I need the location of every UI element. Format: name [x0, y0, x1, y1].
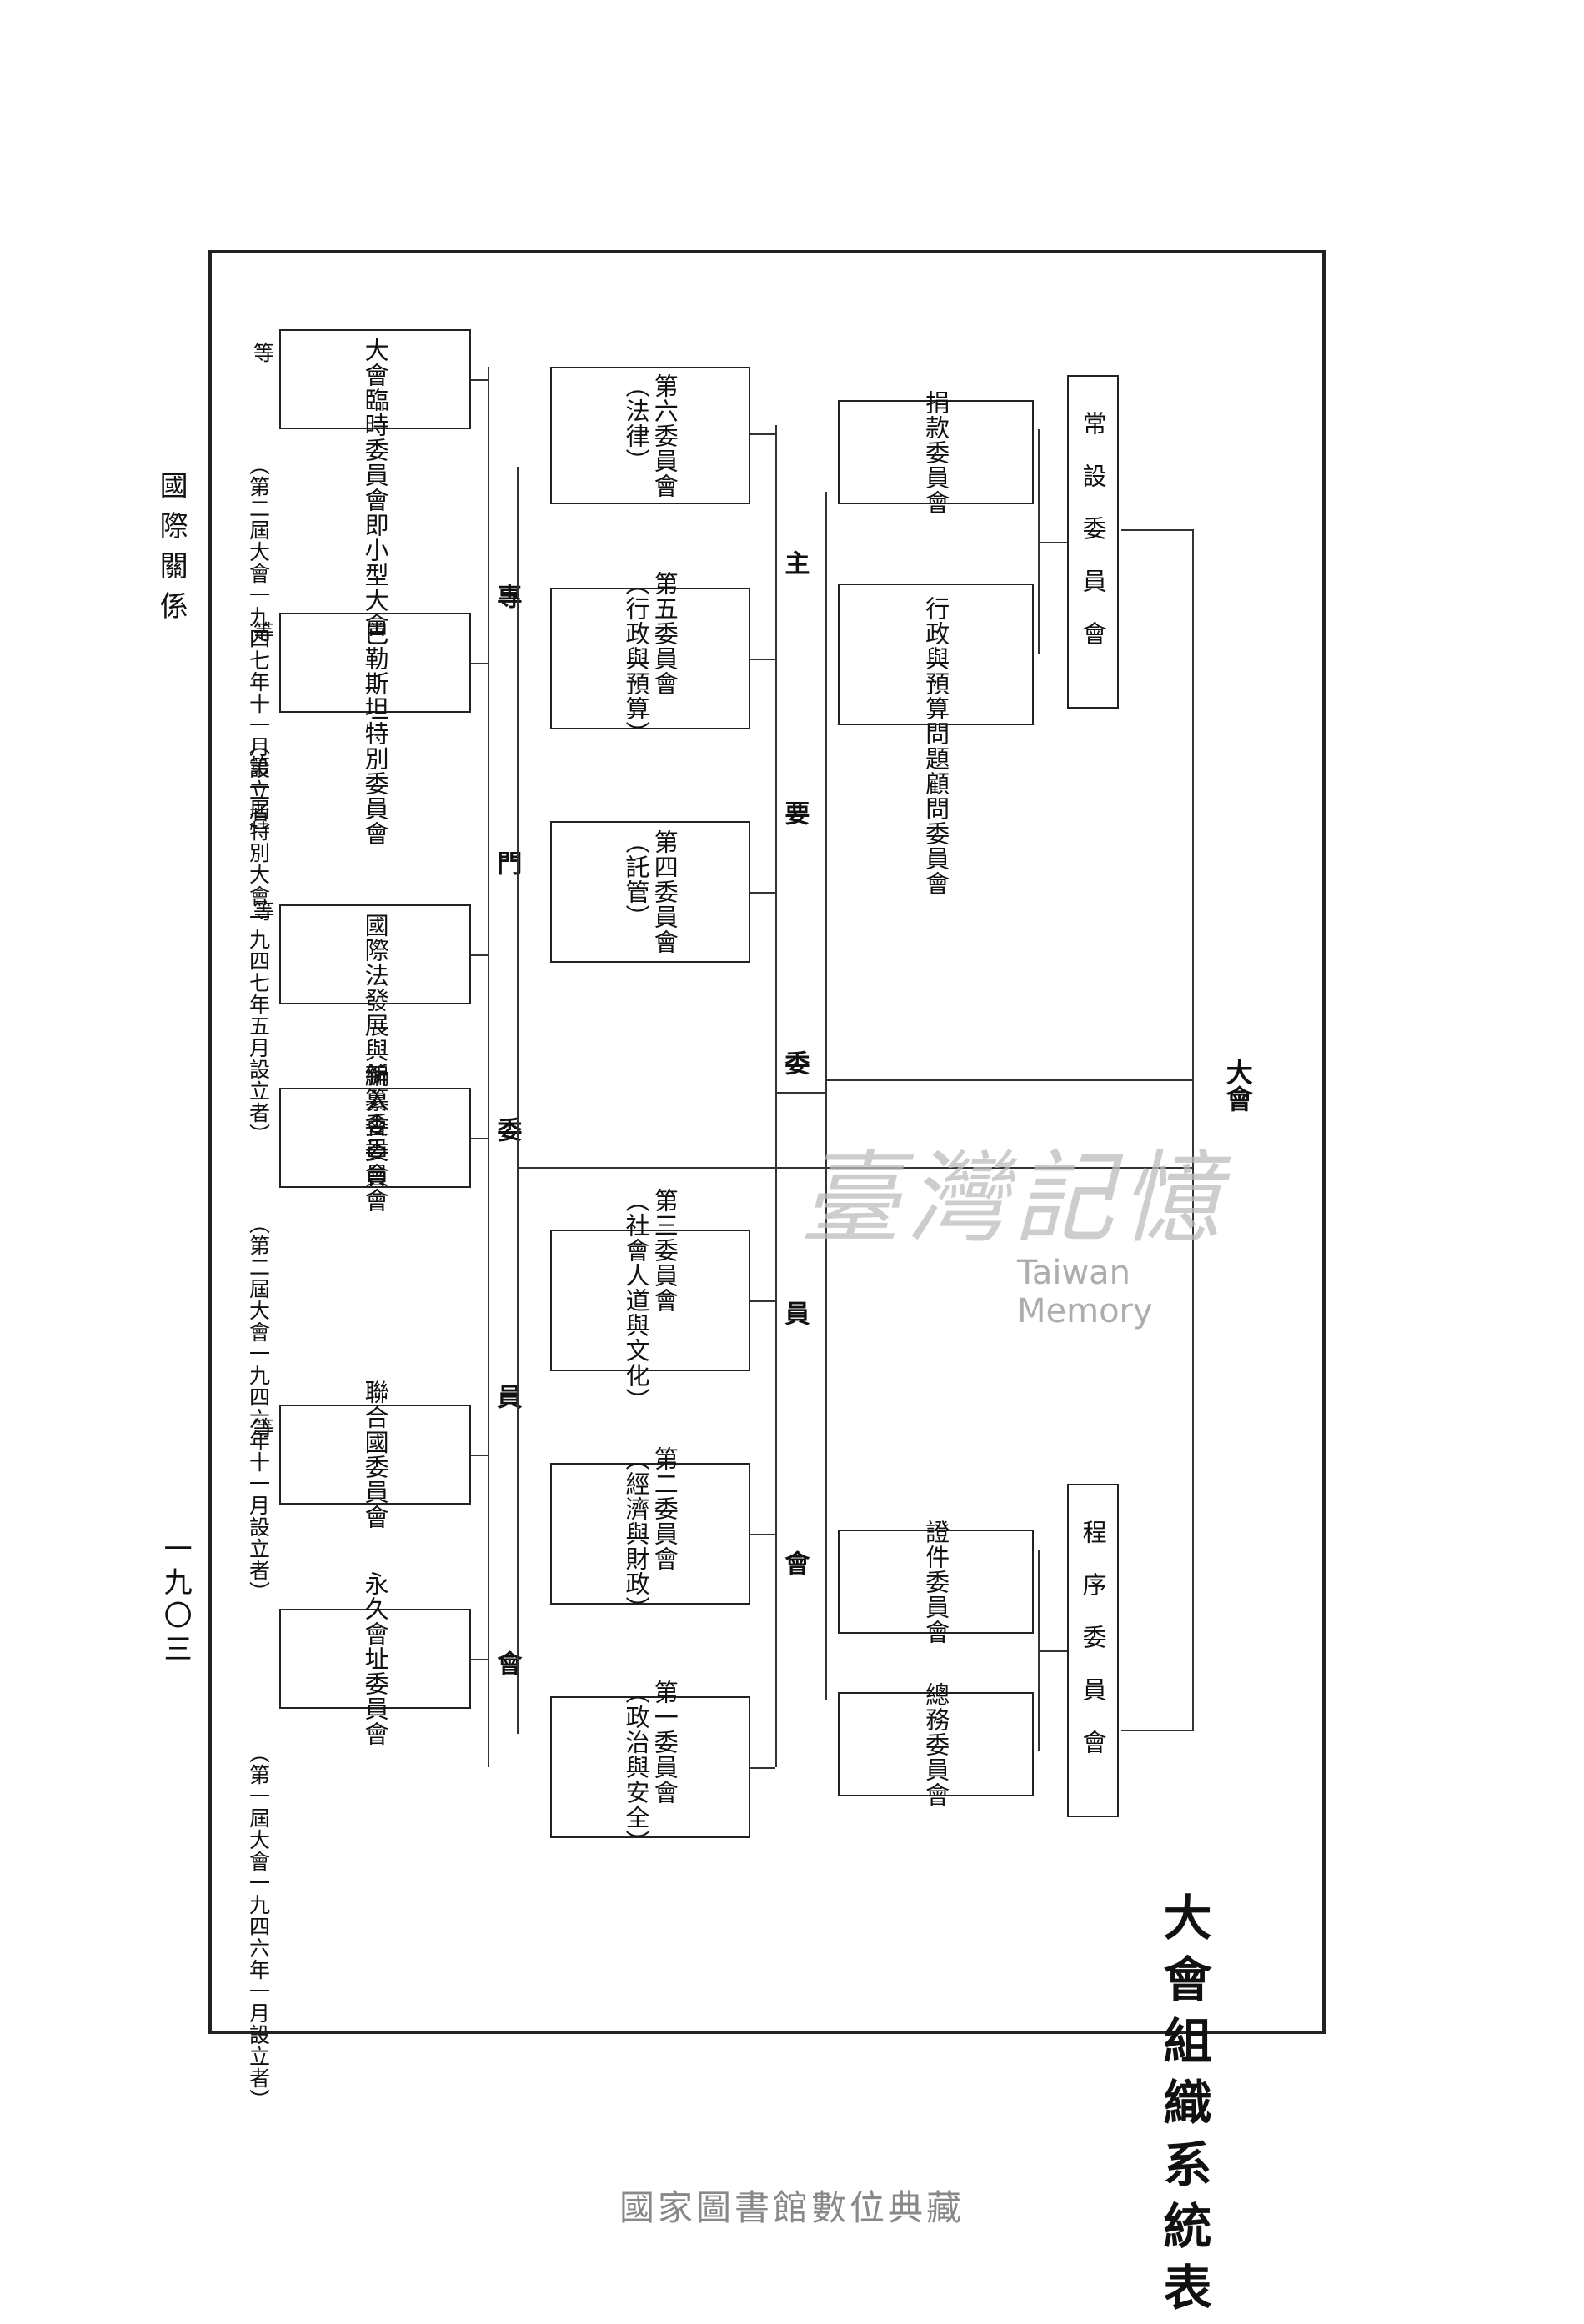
special-spine: [517, 467, 519, 1734]
special-note-1: （第一屆大會一九四六年一月設立者）: [246, 1742, 271, 2111]
special-note-6: （第二屆大會一九四七年十一月設立者）: [246, 454, 271, 844]
page-frame: [208, 250, 1326, 2034]
main-member-6: 第六委員會 （法律）: [550, 367, 750, 504]
watermark-logo: 臺灣記憶 Taiwan Memory: [800, 1141, 1227, 1330]
main-member-1: 第一委員會 （政治與安全）: [550, 1680, 750, 1855]
special-bracket: [488, 367, 489, 1767]
root-to-main: [825, 1079, 1192, 1081]
special-link-6: [471, 379, 488, 381]
main-committees-label: 主要委員會: [779, 550, 810, 1801]
standing-member-2: 捐款委員會: [838, 390, 1034, 515]
main-member-2: 第二委員會 （經濟與財政）: [550, 1446, 750, 1621]
main-bracket: [775, 425, 777, 1767]
special-link-2: [471, 1455, 488, 1456]
main-link-6: [750, 433, 775, 435]
root-to-special: [517, 1167, 1192, 1169]
deng-3: 等: [250, 621, 275, 643]
footer-credit: 國家圖書館數位典藏: [619, 2187, 965, 2228]
root-node: 大會: [1221, 1059, 1254, 1112]
main-link-3: [750, 1300, 775, 1302]
deng-1: 等: [250, 1417, 275, 1439]
procedural-link: [1038, 1650, 1067, 1652]
procedural-member-2: 證件委員會: [838, 1520, 1034, 1645]
main-member-3: 第三委員會 （社會人道與文化）: [550, 1188, 750, 1413]
special-member-2: 聯合國委員會: [279, 1380, 471, 1530]
special-committees-label: 專門委員會: [492, 584, 522, 1917]
special-member-1: 永久會址委員會: [279, 1571, 471, 1746]
main-member-5: 第五委員會 （行政與預算）: [550, 571, 750, 746]
standing-member-1: 行政與預算問題顧問委員會: [838, 584, 1034, 896]
main-stub: [775, 1092, 825, 1094]
special-link-3: [471, 1138, 488, 1139]
special-member-4: 國際法發展與編纂委員會: [279, 904, 471, 1188]
root-to-procedural: [1121, 1730, 1194, 1731]
procedural-member-1: 總務委員會: [838, 1682, 1034, 1807]
deng-2: 等: [250, 900, 275, 922]
main-link-2: [750, 1534, 775, 1535]
root-spine: [1192, 529, 1194, 1730]
special-note-3: （第二屆大會一九四六年十一月設立者）: [246, 1213, 271, 1603]
root-to-standing: [1121, 529, 1194, 531]
deng-4: 等: [250, 342, 275, 363]
main-link-1: [750, 1767, 775, 1769]
procedural-committees-node: 程序委員會: [1067, 1484, 1119, 1817]
standing-committees-node: 常設委員會: [1067, 375, 1119, 709]
special-link-4: [471, 954, 488, 956]
special-member-3: 新入會委員會: [279, 1063, 471, 1213]
standing-link: [1038, 542, 1067, 543]
main-link-4: [750, 892, 775, 894]
special-note-5: （第一屆特別大會一九四七年五月設立者）: [246, 734, 271, 1145]
special-link-1: [471, 1659, 488, 1660]
header-left: 國際關係: [154, 471, 188, 631]
main-member-4: 第四委員會 （託管）: [550, 821, 750, 963]
special-member-5: 巴勒斯坦特別委員會: [279, 613, 471, 846]
special-link-5: [471, 663, 488, 664]
page-number: 一九〇三: [158, 1534, 193, 1667]
main-spine: [825, 492, 827, 1700]
document-title: 大會組織系統表: [1155, 1892, 1212, 2324]
special-member-6: 大會臨時委員會即小型大會: [279, 329, 471, 638]
main-link-5: [750, 659, 775, 660]
